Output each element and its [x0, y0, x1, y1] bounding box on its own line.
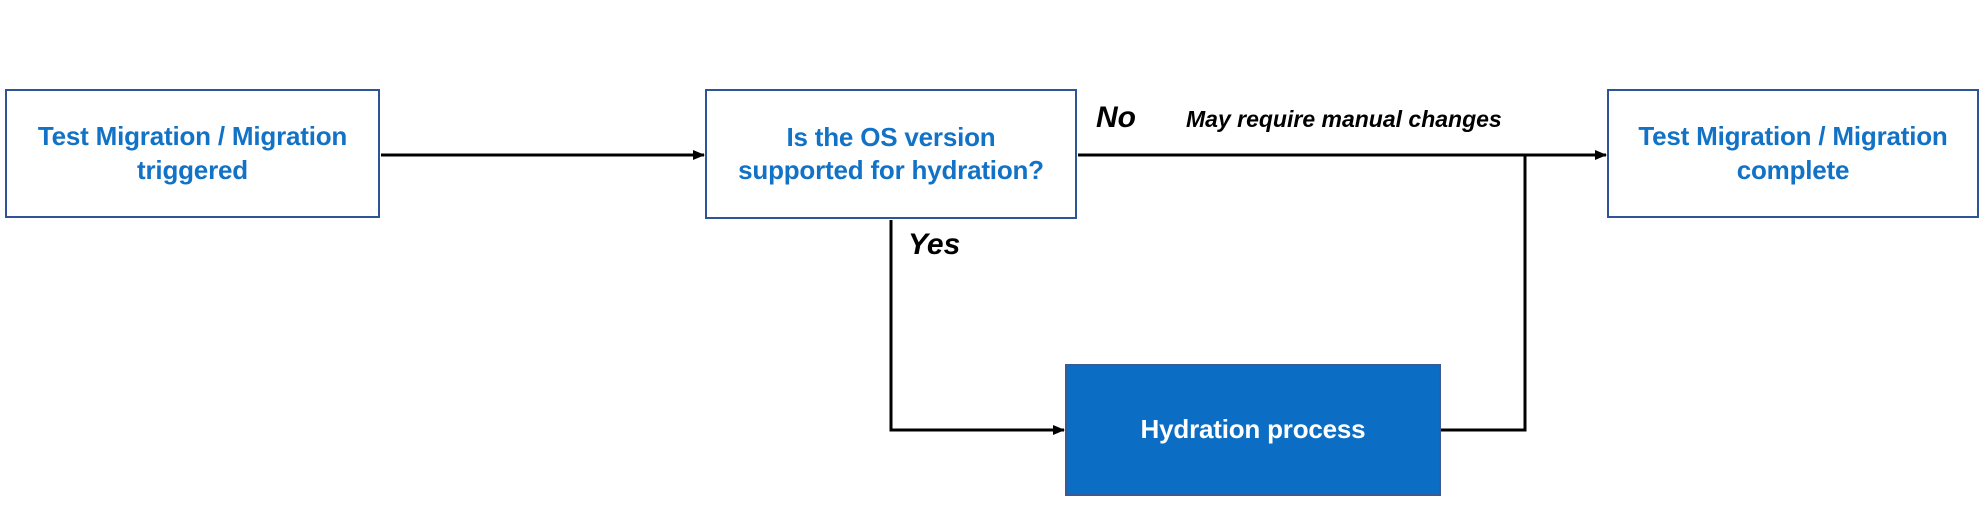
node-label: Test Migration / Migration triggered — [37, 121, 348, 185]
node-label: Hydration process — [1140, 414, 1366, 445]
annotation-manual-changes: May require manual changes — [1186, 106, 1502, 132]
node-os-version-supported-decision[interactable]: Is the OS version supported for hydratio… — [705, 89, 1077, 219]
node-label: Test Migration / Migration complete — [1638, 121, 1948, 185]
edge-label-yes: Yes — [908, 228, 961, 261]
edge-label-no: No — [1096, 101, 1136, 134]
node-label: Is the OS version supported for hydratio… — [738, 121, 1044, 185]
node-hydration-process[interactable]: Hydration process — [1065, 364, 1441, 496]
node-test-migration-triggered[interactable]: Test Migration / Migration triggered — [5, 89, 380, 218]
node-test-migration-complete[interactable]: Test Migration / Migration complete — [1607, 89, 1979, 218]
edge-hydration-to-complete — [1441, 156, 1527, 432]
